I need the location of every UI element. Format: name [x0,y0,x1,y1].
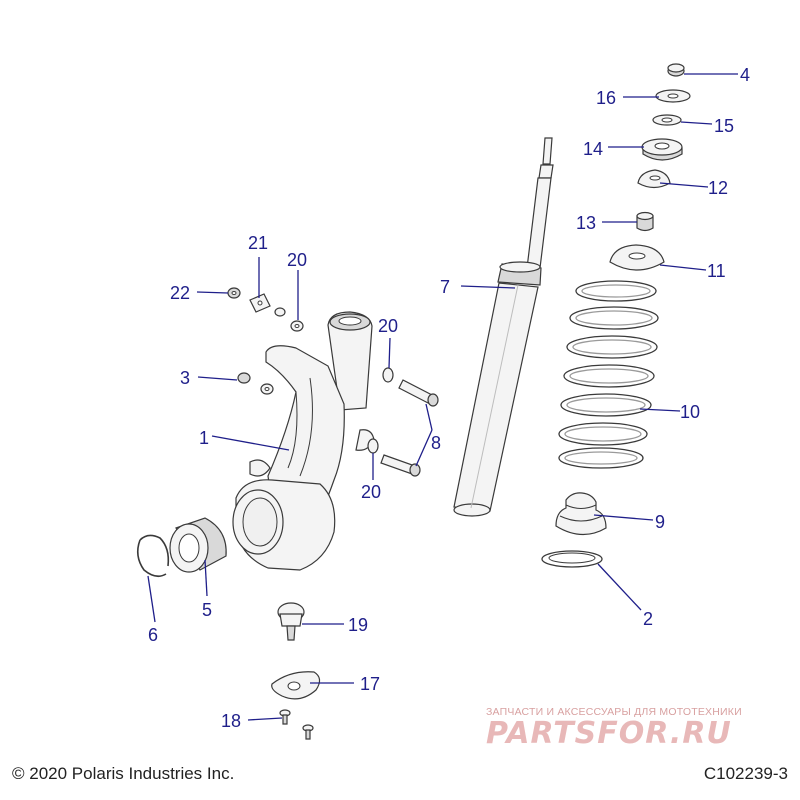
callout-6: 6 [148,625,158,645]
callout-12: 12 [708,178,728,198]
callout-16: 16 [596,88,616,108]
watermark-logo: PARTSFOR.RU [486,716,732,751]
diagram-code: C102239-3 [703,764,788,783]
part-ball-joint [277,602,305,641]
callout-18: 18 [221,711,241,731]
copyright-notice: © 2020 Polaris Industries Inc. [12,764,235,783]
callout-17: 17 [360,674,380,694]
callout-21: 21 [248,233,268,253]
part-steering-knuckle [232,311,375,571]
callout-20-lower: 20 [361,482,381,502]
watermark-tagline: ЗАПЧАСТИ И АКСЕССУАРЫ ДЛЯ МОТОТЕХНИКИ [486,706,742,718]
part-bearing [169,517,227,573]
watermark: ЗАПЧАСТИ И АКСЕССУАРЫ ДЛЯ МОТОТЕХНИКИ PA… [486,706,786,751]
part-top-nut [667,63,685,77]
part-shock-absorber [453,137,554,517]
part-screws [279,709,314,740]
callout-11: 11 [707,261,726,281]
part-clip-nut-21 [249,293,271,313]
part-washer-16 [655,89,691,103]
part-coil-spring [558,280,659,469]
part-upper-spring-seat [609,244,665,271]
callout-10: 10 [680,402,700,422]
callout-2: 2 [643,609,653,629]
part-nut-22 [227,287,241,299]
part-mount-plate [271,671,321,700]
callout-5: 5 [202,600,212,620]
callout-19: 19 [348,615,368,635]
part-lower-ring [541,550,603,568]
callout-15: 15 [714,116,734,136]
callout-20-top: 20 [287,250,307,270]
part-nut-3 [237,372,274,395]
leader-lines [147,73,738,721]
part-washers-20-right [367,367,394,454]
part-washer-20-top [274,307,304,332]
callout-22: 22 [170,283,190,303]
callout-3: 3 [180,368,190,388]
callout-8: 8 [431,433,441,453]
part-bolts [380,379,439,477]
part-snap-ring [136,534,170,578]
callout-4: 4 [740,65,750,85]
callout-9: 9 [655,512,665,532]
callout-13: 13 [576,213,596,233]
callout-labels: 4 16 15 14 12 13 11 7 10 9 2 1 3 22 21 2… [148,65,750,731]
part-upper-bushing [641,138,683,161]
part-washer-15 [652,114,682,126]
callout-14: 14 [583,139,603,159]
callout-1: 1 [199,428,209,448]
callout-20-right: 20 [378,316,398,336]
part-bump-stop [555,492,607,536]
part-spring-cup [637,169,671,189]
callout-7: 7 [440,277,450,297]
part-sleeve [636,211,654,232]
